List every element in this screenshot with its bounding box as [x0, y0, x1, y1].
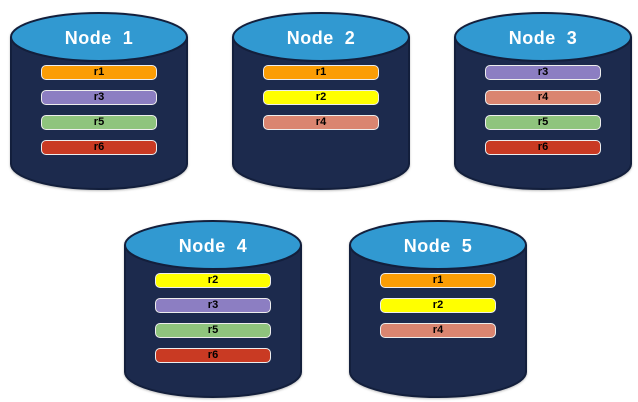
cylinder-top [454, 12, 632, 62]
replica-bar-r3: r3 [485, 65, 601, 80]
replica-bar-r4: r4 [485, 90, 601, 105]
node-title: Node 3 [508, 28, 578, 48]
node-title: Node 4 [178, 236, 248, 256]
replica-list: r2 r3 r5 r6 [155, 273, 271, 363]
replica-list: r1 r2 r4 [263, 65, 379, 130]
cylinder-top [232, 12, 410, 62]
replica-bar-r5: r5 [41, 115, 157, 130]
replica-bar-r5: r5 [155, 323, 271, 338]
replica-bar-r3: r3 [155, 298, 271, 313]
replica-bar-r2: r2 [155, 273, 271, 288]
database-node: Node 2 r1 r2 r4 [230, 6, 412, 190]
replica-bar-r2: r2 [380, 298, 496, 313]
database-node: Node 5 r1 r2 r4 [347, 214, 529, 398]
replica-bar-r2: r2 [263, 90, 379, 105]
node-row-bottom: Node 4 r2 r3 r5 r6 Node 5 r1 r2 r4 [122, 214, 529, 398]
replica-bar-r5: r5 [485, 115, 601, 130]
replica-bar-r6: r6 [41, 140, 157, 155]
node-title: Node 5 [403, 236, 473, 256]
replica-list: r3 r4 r5 r6 [485, 65, 601, 155]
cylinder-top [349, 220, 527, 270]
database-node: Node 4 r2 r3 r5 r6 [122, 214, 304, 398]
replica-bar-r6: r6 [485, 140, 601, 155]
cylinder-top [10, 12, 188, 62]
replica-list: r1 r2 r4 [380, 273, 496, 338]
replica-bar-r1: r1 [380, 273, 496, 288]
cylinder-top [124, 220, 302, 270]
replica-bar-r1: r1 [263, 65, 379, 80]
replica-bar-r6: r6 [155, 348, 271, 363]
database-node: Node 1 r1 r3 r5 r6 [8, 6, 190, 190]
node-title: Node 1 [64, 28, 134, 48]
replica-bar-r1: r1 [41, 65, 157, 80]
replica-bar-r4: r4 [380, 323, 496, 338]
database-node: Node 3 r3 r4 r5 r6 [452, 6, 634, 190]
replica-bar-r3: r3 [41, 90, 157, 105]
node-title: Node 2 [286, 28, 356, 48]
replica-bar-r4: r4 [263, 115, 379, 130]
replica-list: r1 r3 r5 r6 [41, 65, 157, 155]
